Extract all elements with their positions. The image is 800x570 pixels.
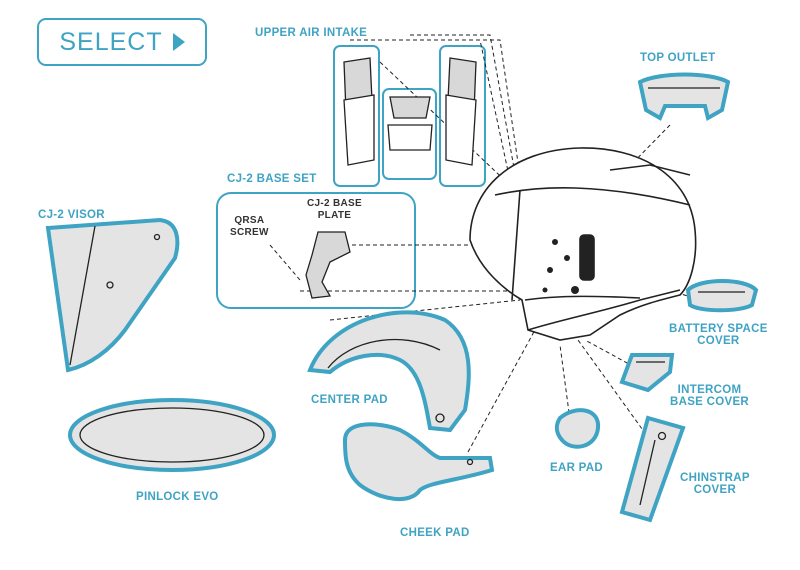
label-battery-line2: COVER (697, 335, 740, 347)
intake-left-box[interactable] (333, 45, 380, 187)
label-center-pad[interactable]: CENTER PAD (311, 394, 388, 406)
label-qrsa-line1: QRSA (234, 215, 265, 226)
label-battery-line1: BATTERY SPACE (669, 323, 768, 335)
label-battery-space-cover[interactable]: BATTERY SPACE COVER (669, 323, 768, 347)
select-button[interactable]: SELECT (37, 18, 207, 66)
label-chinstrap-line1: CHINSTRAP (680, 472, 750, 484)
label-intercom-line2: BASE COVER (670, 396, 750, 408)
label-chinstrap-line2: COVER (693, 484, 737, 496)
label-visor[interactable]: CJ-2 VISOR (38, 209, 105, 221)
chinstrap-cover[interactable] (619, 415, 686, 523)
label-top-outlet[interactable]: TOP OUTLET (640, 52, 716, 64)
intake-right-box[interactable] (439, 45, 486, 187)
label-pinlock-evo[interactable]: PINLOCK EVO (136, 491, 219, 503)
label-base-plate-line2: PLATE (317, 210, 352, 221)
label-qrsa-screw: QRSA SCREW (230, 215, 269, 239)
intake-center-box[interactable] (382, 88, 437, 180)
label-cheek-pad[interactable]: CHEEK PAD (400, 527, 470, 539)
label-base-plate: CJ-2 BASE PLATE (307, 198, 362, 222)
base-set-box[interactable] (216, 192, 416, 309)
ear-pad[interactable] (554, 408, 601, 449)
cheek-pad[interactable] (342, 422, 495, 502)
label-ear-pad[interactable]: EAR PAD (550, 462, 604, 474)
label-intercom-base-cover[interactable]: INTERCOM BASE COVER (670, 384, 749, 408)
label-upper-air-intake[interactable]: UPPER AIR INTAKE (255, 27, 368, 39)
select-button-label: SELECT (59, 27, 163, 56)
center-pad[interactable] (307, 310, 471, 433)
play-arrow-icon (172, 33, 185, 51)
label-base-plate-line1: CJ-2 BASE (307, 198, 362, 209)
label-qrsa-line2: SCREW (230, 227, 269, 238)
base-plate-part[interactable] (305, 231, 351, 299)
label-base-set[interactable]: CJ-2 BASE SET (227, 173, 317, 185)
pinlock-evo[interactable] (68, 398, 276, 472)
top-outlet[interactable] (637, 72, 731, 122)
intake-center-part[interactable] (389, 96, 431, 119)
intercom-base-cover[interactable] (619, 353, 675, 393)
label-intercom-line1: INTERCOM (677, 384, 742, 396)
battery-space-cover[interactable] (685, 279, 759, 313)
label-chinstrap-cover[interactable]: CHINSTRAP COVER (680, 472, 750, 496)
visor[interactable] (45, 217, 180, 373)
